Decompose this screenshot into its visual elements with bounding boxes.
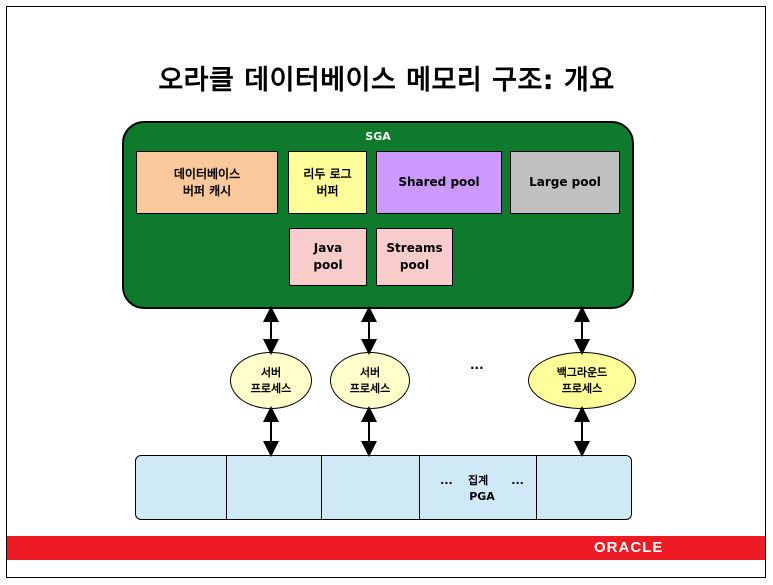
server-process-1-ellipse: 서버 프로세스 bbox=[230, 352, 312, 409]
pga-divider bbox=[321, 456, 322, 519]
footer-bar bbox=[7, 536, 765, 560]
db-buffer-cache-box: 데이터베이스 버퍼 캐시 bbox=[136, 151, 278, 214]
redo-log-buffer-box: 리두 로그 버퍼 bbox=[288, 151, 367, 214]
process-ellipsis: ... bbox=[470, 358, 484, 372]
java-pool-box: Java pool bbox=[289, 228, 367, 286]
oracle-logo: ORACLE bbox=[594, 539, 664, 556]
streams-pool-box: Streams pool bbox=[376, 228, 453, 286]
pga-divider bbox=[419, 456, 420, 519]
pga-strip bbox=[135, 455, 632, 520]
pga-divider bbox=[536, 456, 537, 519]
pga-divider bbox=[226, 456, 227, 519]
pga-name-label: PGA bbox=[469, 490, 495, 503]
pga-aggregate-label: 집계 bbox=[468, 474, 489, 487]
large-pool-box: Large pool bbox=[510, 151, 620, 214]
server-process-2-ellipse: 서버 프로세스 bbox=[330, 352, 410, 409]
pga-dots-left: ... bbox=[440, 474, 453, 487]
sga-label: SGA bbox=[365, 130, 391, 143]
slide-title: 오라클 데이터베이스 메모리 구조: 개요 bbox=[158, 65, 615, 96]
shared-pool-box: Shared pool bbox=[376, 151, 502, 214]
pga-label: ... 집계 ... PGA bbox=[427, 473, 537, 505]
pga-dots-right: ... bbox=[511, 474, 524, 487]
